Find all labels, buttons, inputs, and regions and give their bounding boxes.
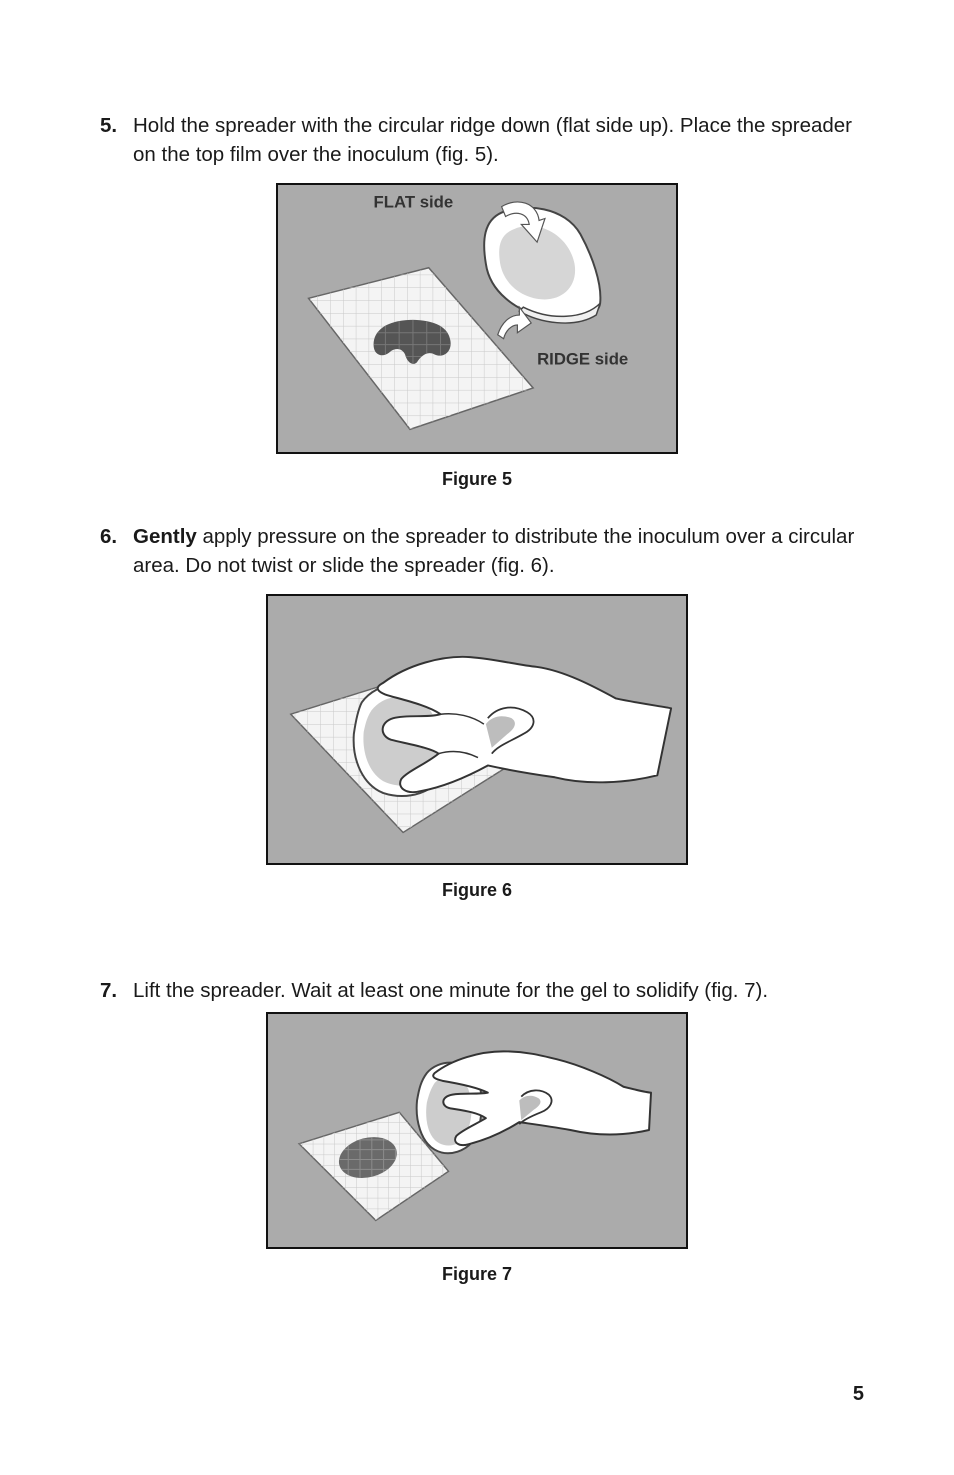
step-7: 7. Lift the spreader. Wait at least one … (100, 976, 870, 1005)
step-text: Lift the spreader. Wait at least one min… (133, 979, 769, 1002)
figure-7-caption: Figure 7 (441, 1264, 512, 1284)
page-number: 5 (852, 1383, 864, 1405)
step-text: Gently apply pressure on the spreader to… (133, 522, 870, 580)
flat-side-label: FLAT side (374, 193, 454, 212)
figure-6-drawing (289, 655, 673, 834)
figure-5-drawing: FLAT side RIDGE side (307, 193, 628, 431)
step-number: 6. (100, 525, 118, 548)
step-text: Hold the spreader with the circular ridg… (133, 114, 853, 166)
figure-5-illustration: FLAT side RIDGE side (276, 183, 678, 454)
step-6: 6. Gently apply pressure on the spreader… (100, 522, 870, 580)
step-number: 7. (100, 979, 118, 1002)
figure-7-illustration (266, 1012, 688, 1249)
ridge-side-label: RIDGE side (537, 349, 628, 368)
figure-7-drawing (297, 1050, 652, 1222)
emphasis-text: Gently (133, 525, 197, 548)
figure-6-illustration (266, 594, 688, 865)
step-number: 5. (100, 114, 118, 137)
step-body-text: apply pressure on the spreader to distri… (133, 525, 855, 577)
figure-5-caption: Figure 5 (441, 469, 512, 489)
step-5: 5. Hold the spreader with the circular r… (100, 111, 870, 169)
figure-6-caption: Figure 6 (441, 880, 512, 900)
